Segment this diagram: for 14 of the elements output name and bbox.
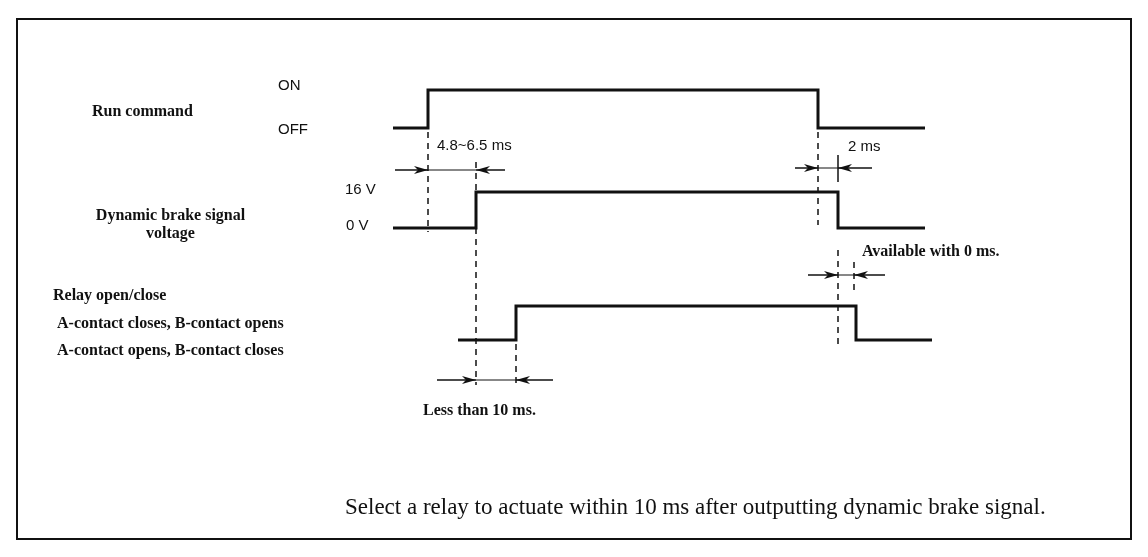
state-label: A-contact closes, B-contact opens (57, 314, 284, 333)
level-label: 0 V (346, 216, 369, 234)
caption: Select a relay to actuate within 10 ms after outputting dynamic brake signal. (345, 494, 1046, 519)
state-label: OFF (278, 120, 308, 138)
time-label: Less than 10 ms. (423, 401, 536, 420)
state-label: A-contact opens, B-contact closes (57, 341, 284, 360)
state-label: ON (278, 76, 301, 94)
time-label: 2 ms (848, 137, 881, 155)
time-label: 4.8~6.5 ms (437, 136, 512, 154)
level-label: 16 V (345, 180, 376, 198)
time-label: Available with 0 ms. (862, 242, 1000, 261)
signal-name: Relay open/close (53, 286, 167, 305)
signal-name: Run command (92, 102, 193, 121)
signal-name: Dynamic brake signal voltage (94, 206, 247, 243)
